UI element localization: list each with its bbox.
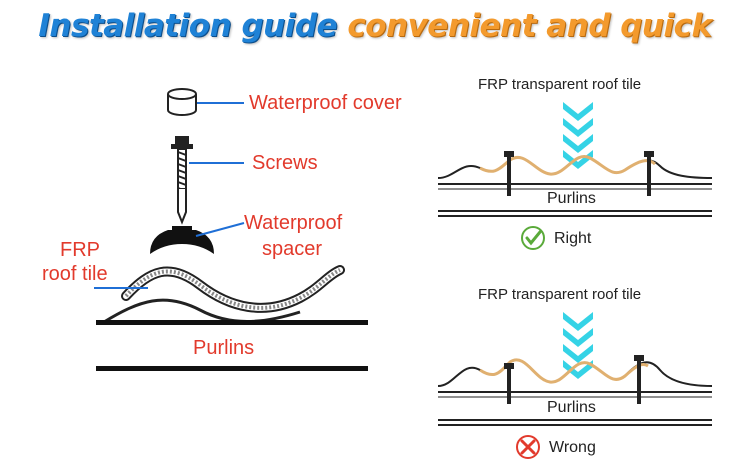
screw-icon	[634, 355, 644, 404]
tile-label-bottom: FRP transparent roof tile	[478, 286, 642, 303]
spacer-label-line2: spacer	[262, 238, 323, 260]
check-circle-icon	[521, 226, 545, 250]
waterproof-cover-icon	[167, 88, 197, 116]
down-arrow-icon	[563, 312, 593, 379]
purlin-bar-bottom	[96, 366, 368, 371]
wrong-result-label: Wrong	[549, 439, 596, 456]
spacer-label-line1: Waterproof	[244, 212, 343, 234]
screw-icon	[504, 363, 514, 404]
wrong-method-diagram	[437, 312, 713, 426]
purlins-label-bottom: Purlins	[547, 399, 596, 416]
tile-label-top: FRP transparent roof tile	[478, 76, 642, 93]
screw-icon	[644, 151, 654, 196]
spacer-leader-line	[195, 222, 245, 237]
screw-icon	[171, 136, 193, 225]
right-result-label: Right	[554, 230, 592, 247]
down-arrow-icon	[563, 102, 593, 169]
title-part-orange: convenient and quick	[347, 8, 712, 44]
page-title: Installation guide convenient and quick	[0, 8, 750, 44]
right-method-diagram	[437, 102, 713, 217]
frp-label-line1: FRP	[60, 239, 100, 261]
purlins-label-top: Purlins	[547, 190, 596, 207]
waterproof-cover-label: Waterproof cover	[249, 92, 402, 114]
frp-roof-tile-icon	[103, 265, 345, 324]
purlin-bar-top	[96, 320, 368, 325]
waterproof-spacer-icon	[150, 226, 214, 254]
title-part-blue: Installation guide	[38, 8, 338, 44]
frp-label-line2: roof tile	[42, 263, 108, 285]
x-circle-icon	[516, 435, 540, 459]
screws-label: Screws	[252, 152, 318, 174]
purlins-label: Purlins	[193, 337, 255, 359]
screw-icon	[504, 151, 514, 196]
